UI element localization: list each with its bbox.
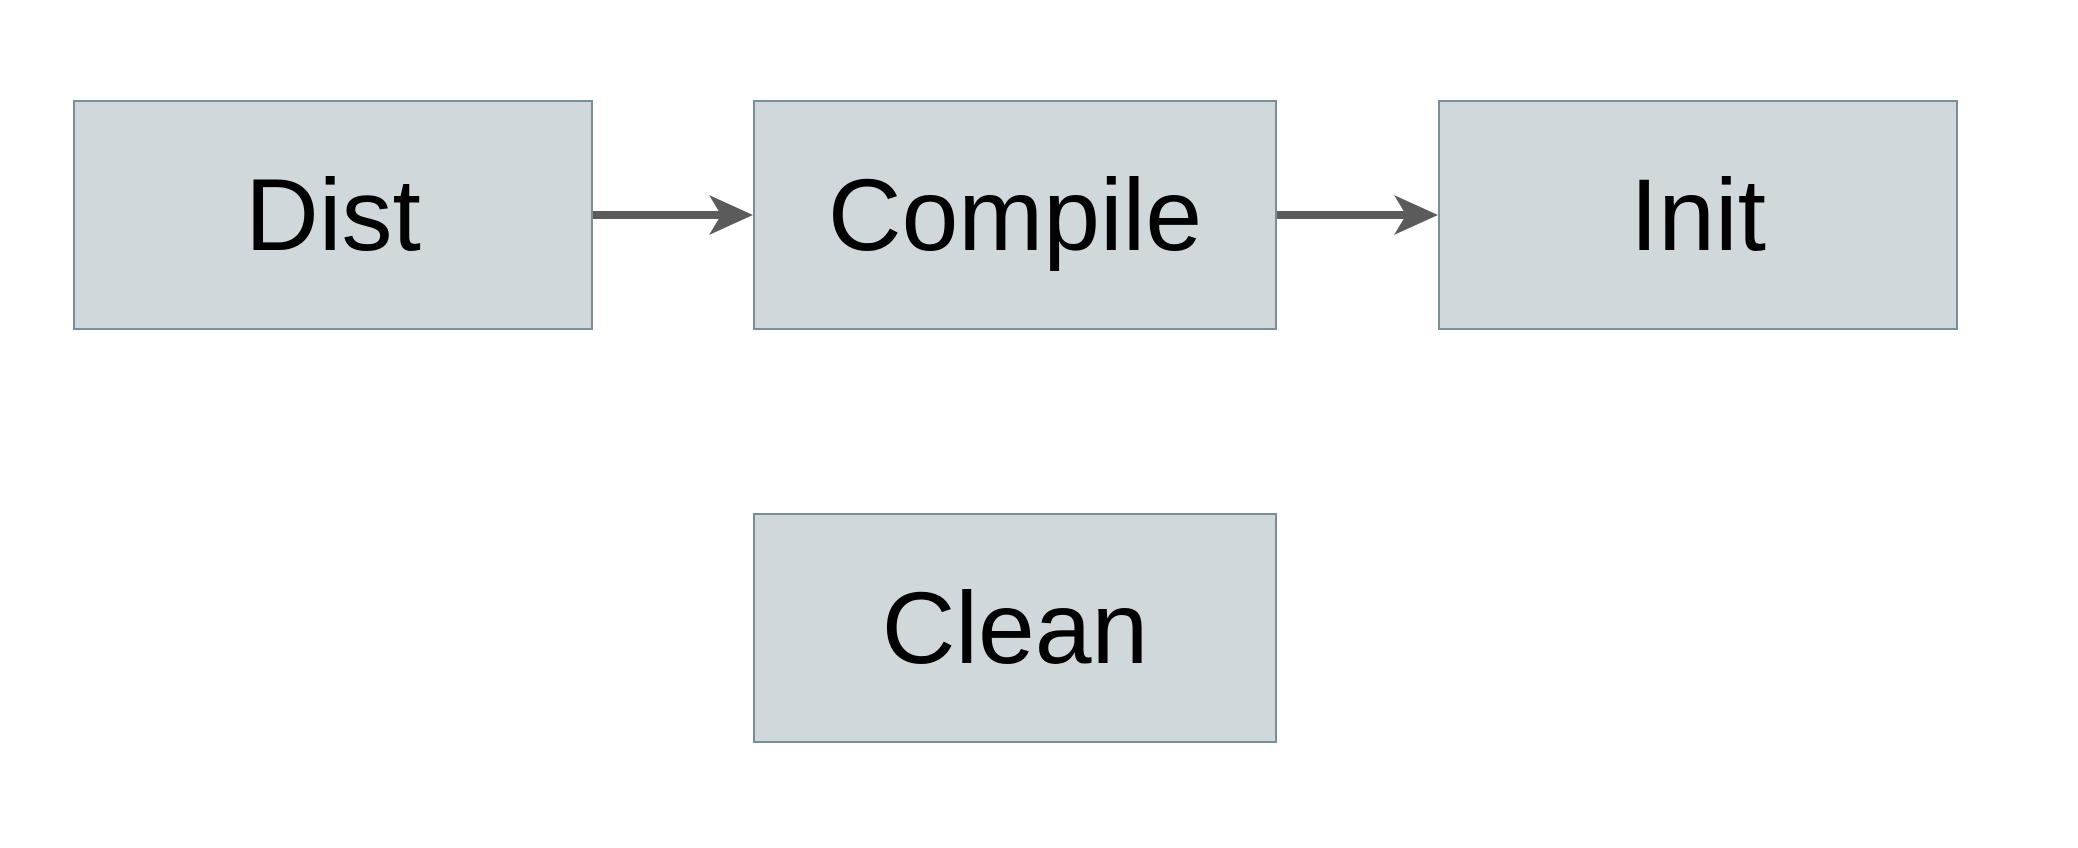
node-clean[interactable]: Clean xyxy=(753,513,1277,743)
node-dist[interactable]: Dist xyxy=(73,100,593,330)
arrow-compile-to-init[interactable] xyxy=(1277,193,1438,237)
node-init-label: Init xyxy=(1629,158,1767,272)
arrowhead-icon xyxy=(1394,195,1438,235)
node-compile-label: Compile xyxy=(827,158,1203,272)
node-init[interactable]: Init xyxy=(1438,100,1958,330)
arrow-dist-to-compile[interactable] xyxy=(593,193,753,237)
node-clean-label: Clean xyxy=(881,571,1149,685)
arrowhead-icon xyxy=(709,195,753,235)
node-dist-label: Dist xyxy=(245,158,421,272)
node-compile[interactable]: Compile xyxy=(753,100,1277,330)
